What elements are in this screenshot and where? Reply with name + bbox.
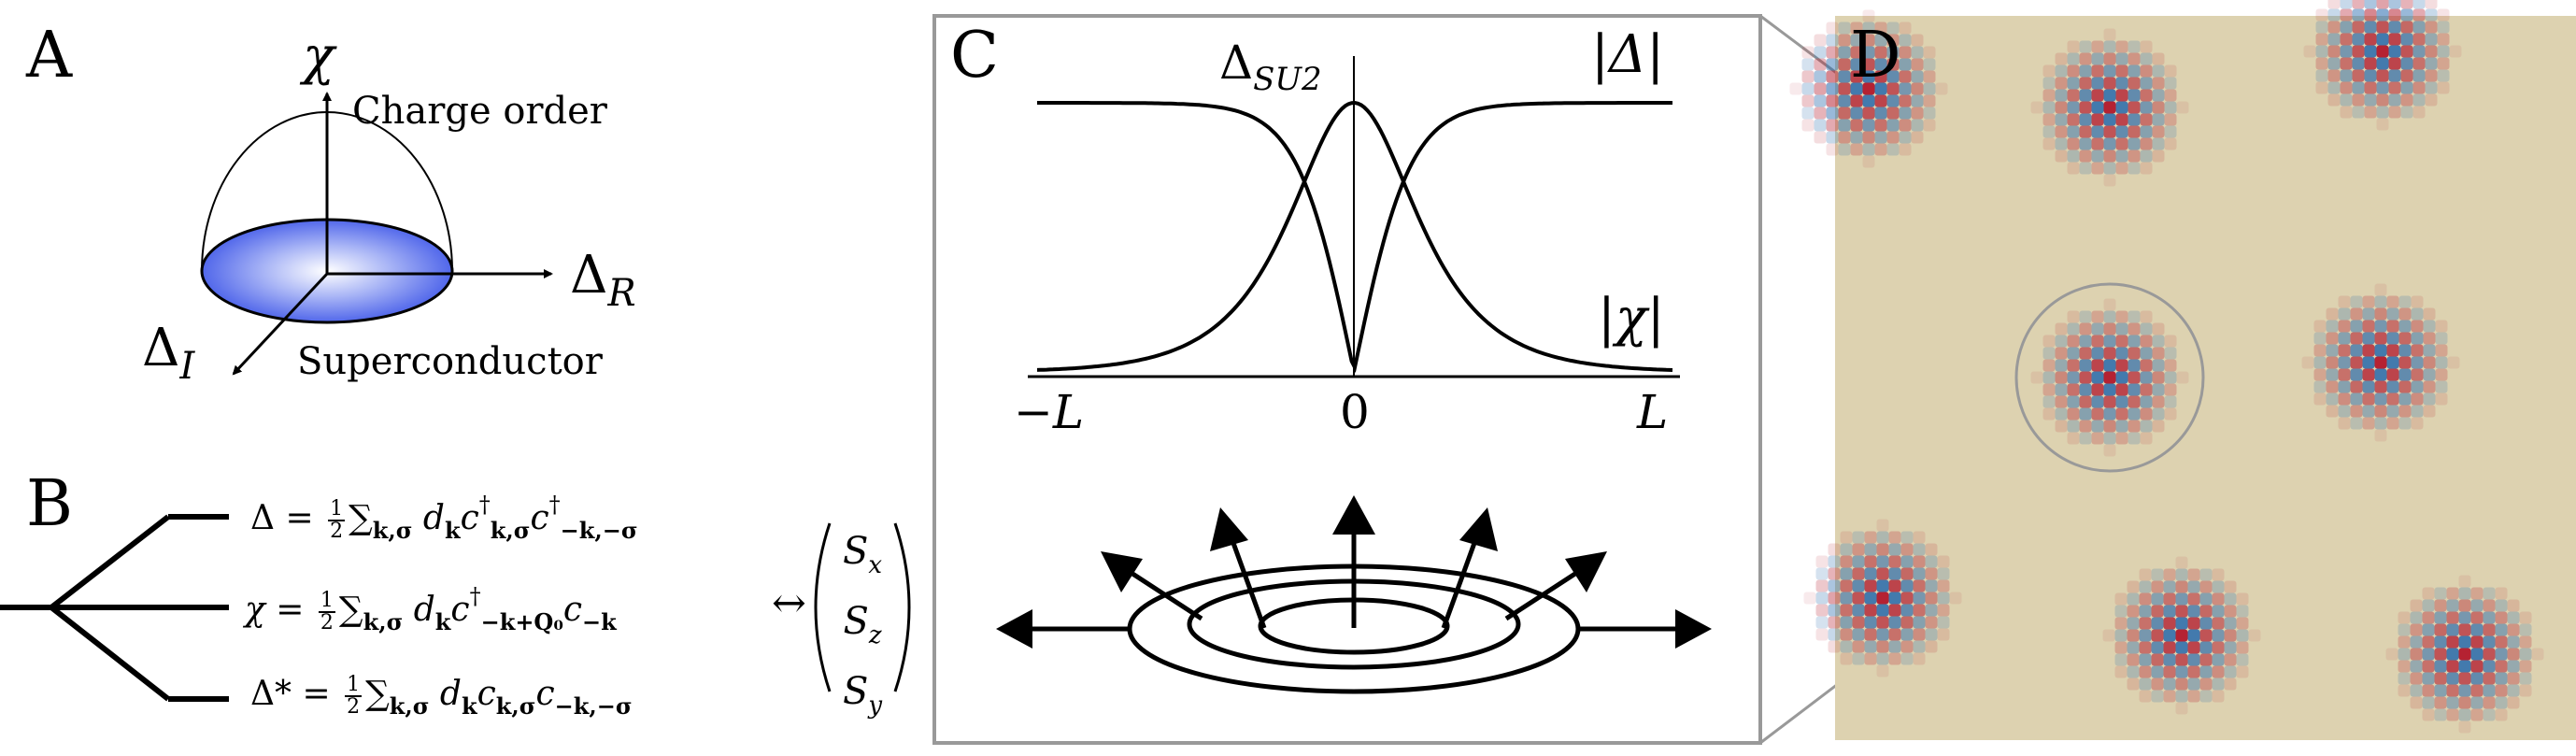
tick-zero: 0 [1340, 385, 1370, 439]
delta-r-label: ΔR [570, 245, 636, 315]
charge-puddle [2301, 283, 2460, 442]
panel-c-letter: C [950, 19, 1000, 93]
panel-a-sphere [200, 92, 553, 376]
tick-minus-l: −L [1014, 385, 1085, 439]
charge-puddle [2385, 575, 2544, 734]
abs-chi-curve [1036, 100, 1673, 372]
charge-order-label: Charge order [352, 90, 607, 133]
panel-b-tree [0, 514, 229, 702]
panel-d-letter: D [1850, 19, 1901, 93]
spin-z: Sz [843, 600, 882, 649]
spin-vector: Sx Sz Sy [830, 523, 895, 734]
panel-c-plot [1028, 56, 1680, 378]
tick-l: L [1637, 385, 1669, 439]
spin-y: Sy [842, 670, 883, 720]
charge-puddle [2030, 298, 2189, 457]
panel-d-charge-order-puddles [1789, 0, 2544, 734]
panel-a-letter: A [26, 19, 73, 93]
charge-puddle [2030, 28, 2189, 187]
zoom-circle [2014, 282, 2205, 473]
abs-delta-label: |Δ| [1591, 24, 1665, 85]
superconductor-label: Superconductor [297, 340, 603, 383]
charge-puddle [2102, 556, 2261, 715]
panel-c-arrows [996, 495, 1712, 649]
charge-puddle [2303, 0, 2462, 131]
delta-i-axis-arrow [232, 272, 329, 376]
charge-puddle [1803, 519, 1962, 678]
abs-chi-label: |χ| [1598, 288, 1665, 349]
spin-vector-brackets [814, 522, 911, 692]
delta-su2-label: ΔSU2 [1219, 36, 1322, 98]
abs-delta-curve [1037, 101, 1672, 374]
spin-x: Sx [842, 530, 883, 579]
chi-axis-label: χ [303, 26, 334, 87]
panel-b-letter: B [26, 467, 73, 541]
equivalence-arrow: ↔ [772, 579, 806, 627]
panel-c-frame [932, 14, 1762, 745]
charge-puddle [1789, 9, 1948, 168]
delta-i-label: ΔI [142, 318, 195, 388]
